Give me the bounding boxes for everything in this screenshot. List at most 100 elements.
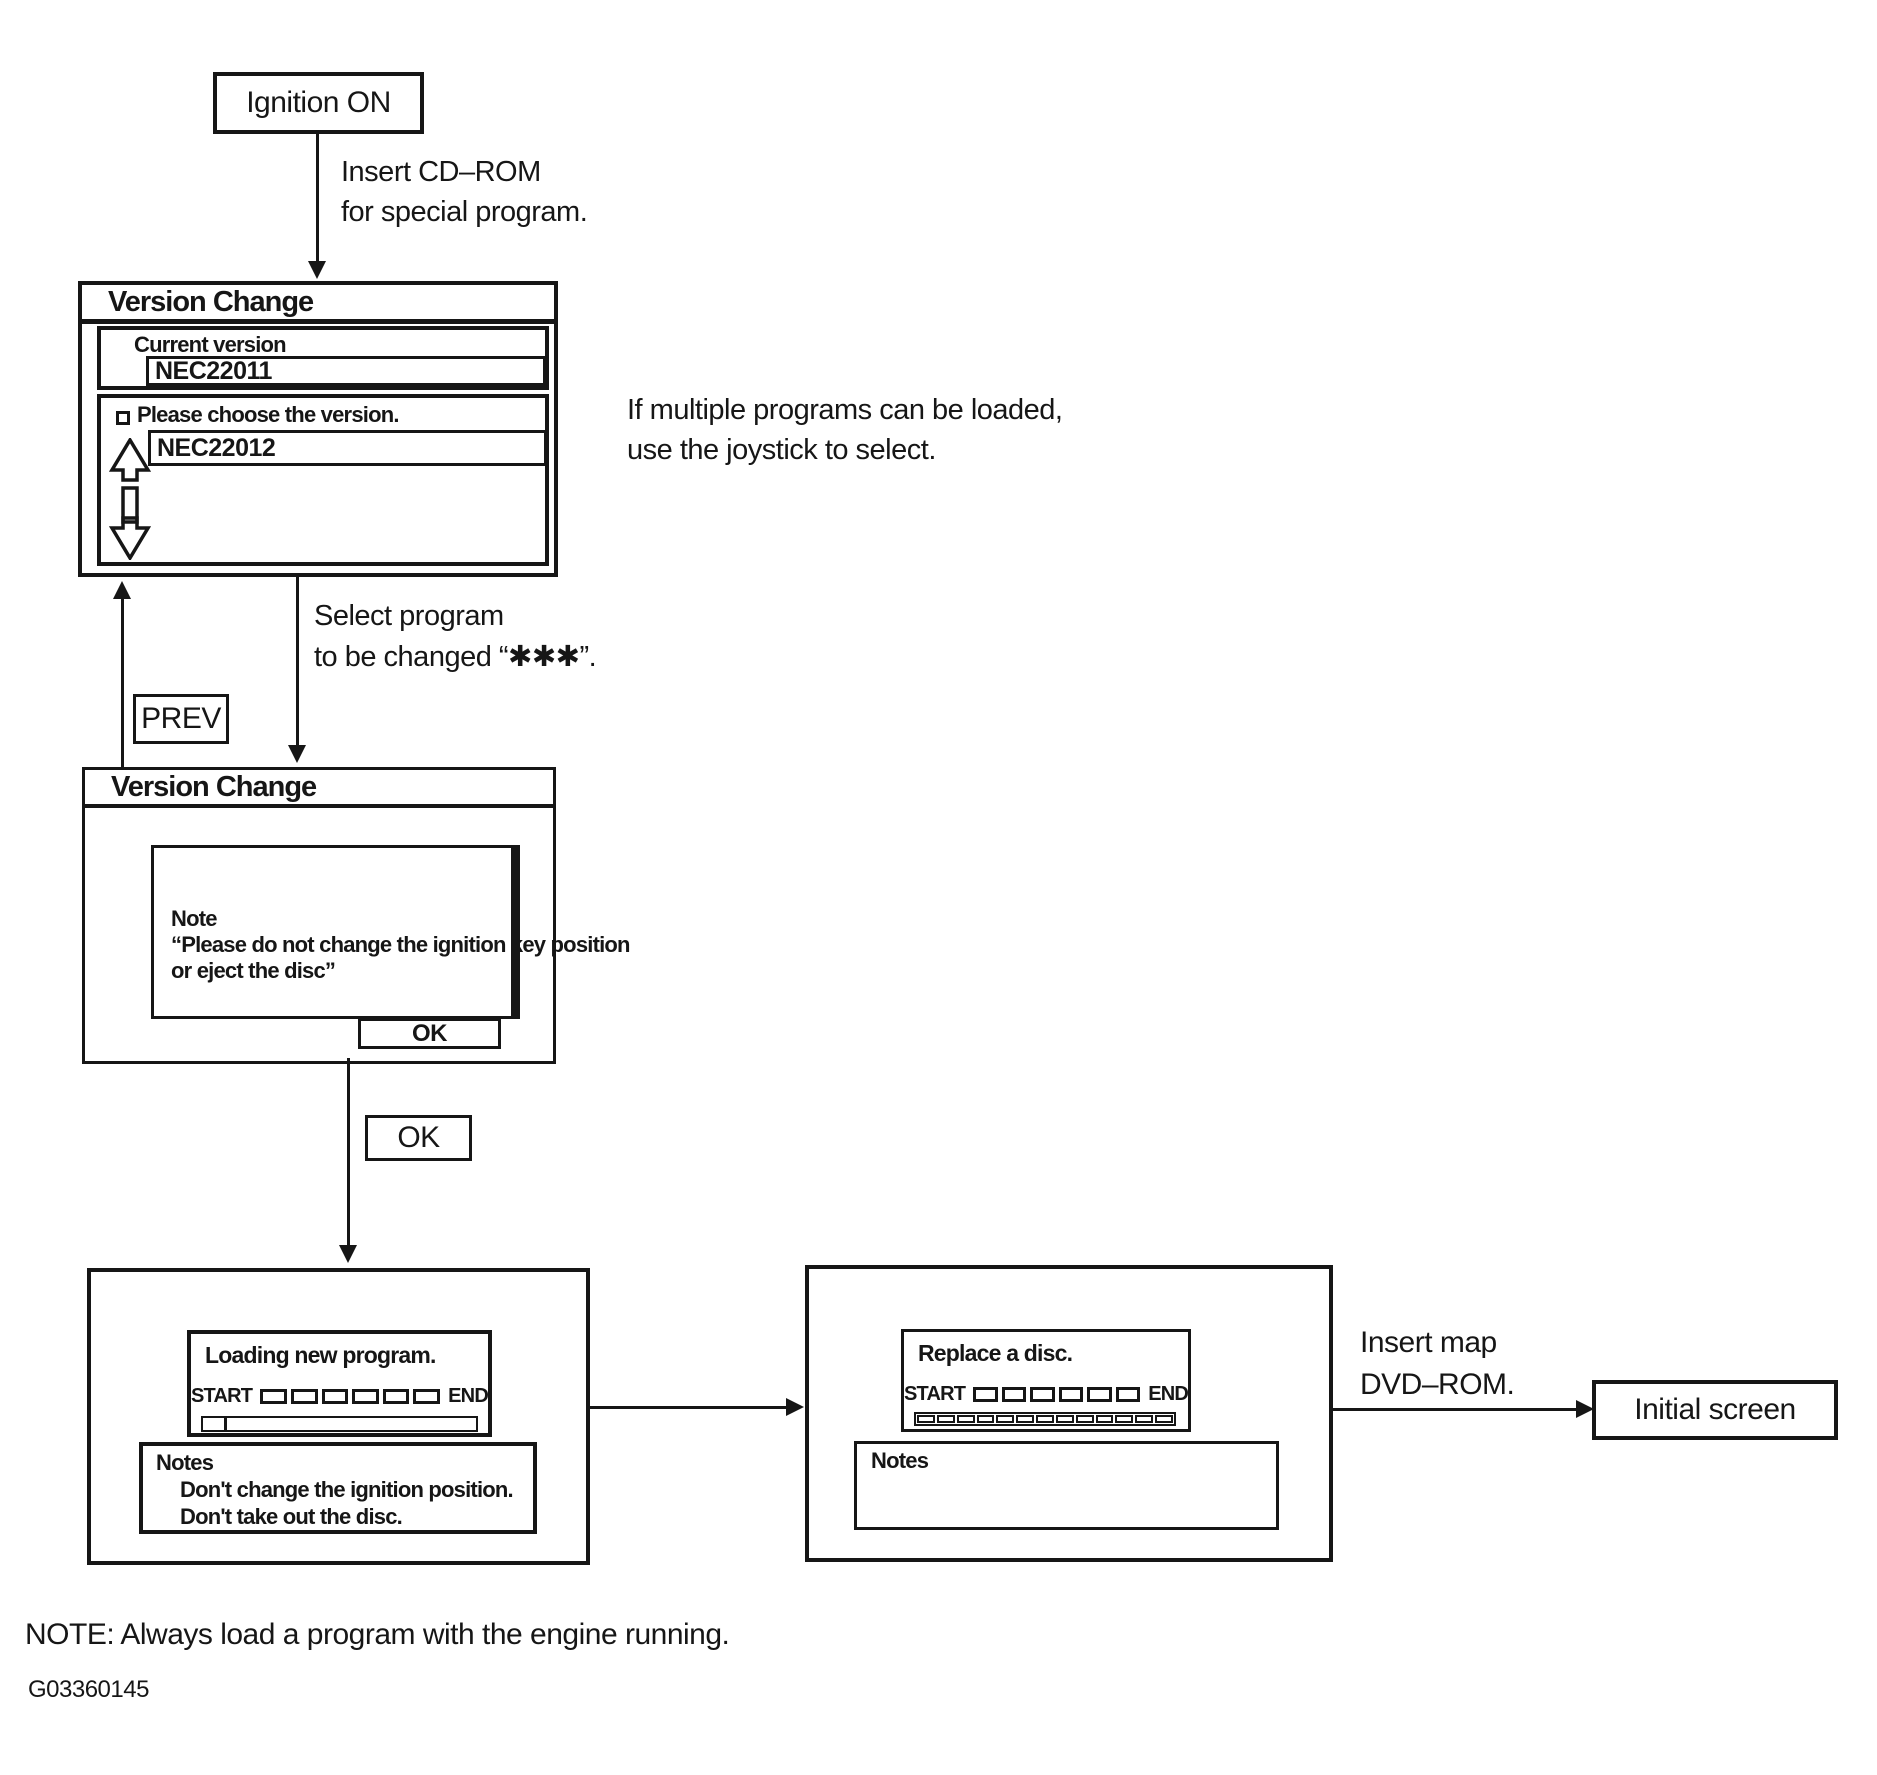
select-program-annotation: Select program to be changed “✱✱✱”.: [314, 596, 597, 678]
choose-version-box: Please choose the version. NEC22012: [97, 394, 549, 566]
replace-title: Replace a disc.: [918, 1340, 1073, 1366]
progress-bar-cell: [1135, 1415, 1154, 1423]
progress-segment: [382, 1389, 410, 1404]
notes-lines: Don't change the ignition position. Don'…: [180, 1476, 514, 1530]
bullet-square-icon: [116, 411, 130, 425]
notes-line2: Don't take out the disc.: [180, 1504, 403, 1529]
progress-bar-cell: [1095, 1415, 1114, 1423]
initial-screen-node: Initial screen: [1592, 1380, 1838, 1440]
note-dialog-text: Note “Please do not change the ignition …: [171, 906, 630, 984]
choose-version-prompt: Please choose the version.: [137, 402, 399, 427]
progress-segment: [321, 1389, 349, 1404]
progress-segment: [290, 1389, 318, 1404]
progress-segment: [973, 1387, 998, 1402]
choose-version-value: NEC22012: [157, 433, 276, 462]
current-version-label: Current version: [134, 332, 287, 357]
note-line2: or eject the disc”: [171, 958, 336, 983]
progress-bar-cell: [1075, 1415, 1094, 1423]
screen2-title-text: Version Change: [111, 770, 317, 803]
end-label: END: [1148, 1383, 1189, 1405]
progress-bar-cell: [976, 1415, 995, 1423]
ok-node-label: OK: [397, 1121, 440, 1154]
insert-cdrom-line2: for special program.: [341, 196, 588, 228]
progress-segment: [1115, 1387, 1141, 1402]
screen2-title: Version Change: [85, 770, 553, 808]
replace-disc-screen: Replace a disc. START END: [805, 1265, 1333, 1562]
start-label: START: [904, 1383, 966, 1405]
scroll-up-down-icon: [108, 438, 152, 560]
loading-notes-box: Notes Don't change the ignition position…: [139, 1442, 537, 1534]
arrowhead-down-icon: [288, 745, 306, 763]
loading-box: Loading new program. START END: [187, 1330, 492, 1437]
insert-map-annotation: Insert map DVD–ROM.: [1360, 1322, 1515, 1406]
insert-cdrom-annotation: Insert CD–ROM for special program.: [341, 152, 588, 232]
version-change-note-screen: Version Change Note “Please do not chang…: [82, 767, 630, 1064]
start-label: START: [191, 1385, 253, 1407]
note-title: Note: [171, 906, 218, 931]
arrow-ignition-to-version: [316, 130, 319, 262]
arrowhead-up-icon: [113, 581, 131, 599]
loading-title: Loading new program.: [205, 1342, 436, 1368]
multiple-programs-annotation: If multiple programs can be loaded, use …: [627, 390, 1063, 470]
progress-bar-cell: [1016, 1415, 1035, 1423]
version-change-select-screen: Version Change Current version NEC22011 …: [78, 281, 558, 577]
progress-segment: [1001, 1387, 1027, 1402]
arrow-loading-to-replace: [586, 1406, 788, 1409]
prev-node: PREV: [133, 694, 229, 744]
progress-bar-cell: [956, 1415, 975, 1423]
prev-label: PREV: [141, 702, 221, 735]
current-version-field: NEC22011: [146, 356, 546, 386]
progress-segment: [1030, 1387, 1055, 1402]
arrow-replace-to-initial: [1329, 1408, 1578, 1411]
replace-box: Replace a disc. START END: [901, 1329, 1191, 1432]
screen1-title-text: Version Change: [108, 285, 314, 318]
replace-progress-bar: [914, 1412, 1176, 1426]
insert-cdrom-line1: Insert CD–ROM: [341, 156, 541, 188]
dialog-ok-label: OK: [412, 1019, 448, 1047]
select-program-line2: to be changed “✱✱✱”.: [314, 641, 597, 673]
replace-notes-box: Notes: [854, 1441, 1279, 1530]
progress-segment: [413, 1389, 441, 1404]
arrowhead-down-icon: [308, 261, 326, 279]
progress-bar-cell: [936, 1415, 955, 1423]
dialog-ok-button: OK: [358, 1018, 501, 1049]
notes-title: Notes: [871, 1448, 929, 1473]
progress-segment: [1087, 1387, 1112, 1402]
multiple-programs-line2: use the joystick to select.: [627, 434, 936, 466]
insert-map-line2: DVD–ROM.: [1360, 1368, 1515, 1401]
ignition-on-node: Ignition ON: [213, 72, 424, 134]
progress-bar-cell: [917, 1415, 935, 1423]
screen1-title: Version Change: [82, 285, 554, 324]
arrowhead-down-icon: [339, 1245, 357, 1263]
arrowhead-right-icon: [1576, 1400, 1594, 1418]
end-label: END: [448, 1385, 489, 1407]
select-program-line1: Select program: [314, 600, 504, 632]
insert-map-line1: Insert map: [1360, 1326, 1497, 1359]
progress-segment: [260, 1389, 287, 1404]
progress-bar-cell: [1115, 1415, 1134, 1423]
ok-node: OK: [365, 1115, 472, 1161]
notes-title: Notes: [156, 1450, 214, 1475]
current-version-value: NEC22011: [155, 356, 272, 385]
progress-bar-cell: [1155, 1415, 1173, 1423]
ignition-on-label: Ignition ON: [246, 86, 391, 119]
arrowhead-right-icon: [786, 1398, 804, 1416]
progress-bar-cell: [1055, 1415, 1074, 1423]
note-line1: “Please do not change the ignition key p…: [171, 932, 630, 957]
progress-bar-cell: [1036, 1415, 1054, 1423]
loading-progress-bar: [201, 1416, 478, 1432]
multiple-programs-line1: If multiple programs can be loaded,: [627, 394, 1063, 426]
loading-progress-row: START END: [191, 1385, 489, 1408]
footer-note: NOTE: Always load a program with the eng…: [25, 1618, 730, 1651]
progress-segment: [352, 1389, 379, 1404]
replace-progress-row: START END: [904, 1383, 1189, 1406]
initial-screen-label: Initial screen: [1634, 1393, 1796, 1426]
note-dialog: Note “Please do not change the ignition …: [151, 845, 630, 1019]
progress-bar-cell: [996, 1415, 1015, 1423]
choose-version-field: NEC22012: [148, 430, 547, 466]
progress-segment: [1058, 1387, 1084, 1402]
loading-screen: Loading new program. START END Notes Don…: [87, 1268, 590, 1565]
figure-id: G03360145: [28, 1676, 149, 1703]
arrow-prev-return: [121, 598, 124, 767]
